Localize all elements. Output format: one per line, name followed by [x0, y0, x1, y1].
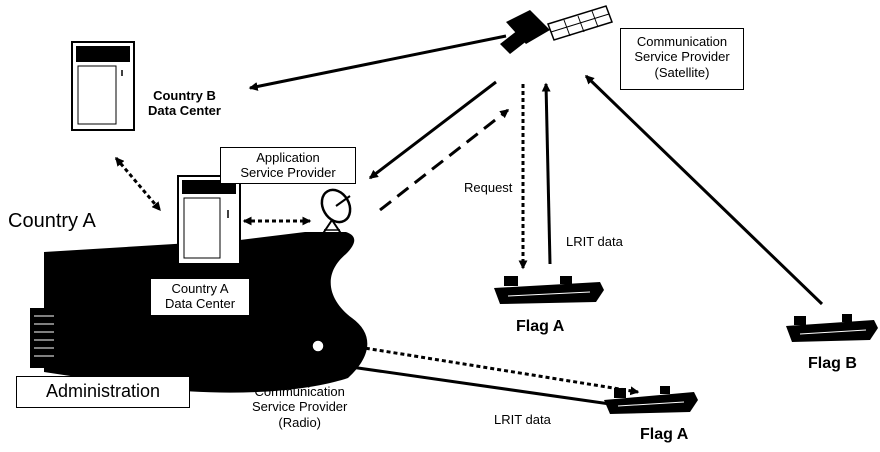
arrow-flag-b-to-satellite: [584, 74, 824, 306]
radio-tower-icon: [289, 311, 325, 375]
csp-satellite-box: Communication Service Provider (Satellit…: [620, 28, 744, 90]
ship-flag-b: [786, 314, 878, 342]
flag-b-label: Flag B: [808, 355, 857, 372]
csp-satellite-line2: Service Provider: [634, 49, 730, 65]
country-a-data-center-box: Country A Data Center: [150, 278, 250, 316]
administration-box: Administration: [16, 376, 190, 408]
arrow-radio-lrit-data: [342, 362, 611, 406]
request-label: Request: [464, 180, 513, 195]
ship-flag-a-bottom: [604, 386, 698, 414]
application-service-provider-box: Application Service Provider: [220, 147, 356, 184]
country-b-label-line2: Data Center: [148, 103, 221, 119]
csp-radio-label: Communication Service Provider (Radio): [252, 384, 347, 430]
satellite-icon: [500, 5, 613, 54]
arrow-satellite-to-asp: [368, 80, 497, 180]
flag-a-top-label: Flag A: [516, 318, 565, 335]
asp-label-line1: Application: [256, 150, 320, 165]
country-b-label-line1: Country B: [153, 88, 216, 103]
administration-building: [30, 308, 58, 368]
arrow-country-b-country-a: [114, 156, 162, 212]
arrow-lrit-data-up: [541, 82, 552, 265]
arrow-asp-to-satellite: [379, 108, 510, 212]
lrit-data-radio-label: LRIT data: [494, 412, 551, 427]
csp-radio-line2: Service Provider: [252, 399, 348, 415]
asp-label-line2: Service Provider: [240, 165, 336, 181]
lrit-data-satellite-label: LRIT data: [566, 234, 623, 249]
csp-satellite-line1: Communication: [636, 34, 728, 49]
country-a-dc-line1: Country A: [171, 281, 229, 296]
ship-flag-a-top: [494, 276, 604, 304]
arrow-radio-request: [351, 344, 640, 396]
country-a-server: [177, 175, 241, 265]
csp-radio-line1: Communication: [254, 384, 345, 399]
country-b-data-center-label: Country B Data Center: [148, 88, 221, 119]
flag-a-bottom-label: Flag A: [640, 426, 689, 443]
country-b-server: [71, 41, 135, 131]
arrow-satellite-to-country-b: [248, 34, 507, 91]
csp-radio-line3: (Radio): [278, 414, 321, 430]
csp-satellite-line3: (Satellite): [654, 64, 710, 80]
country-a-dc-line2: Data Center: [164, 296, 236, 312]
country-a-label: Country A: [8, 210, 96, 232]
satellite-dish-icon: [315, 188, 352, 245]
